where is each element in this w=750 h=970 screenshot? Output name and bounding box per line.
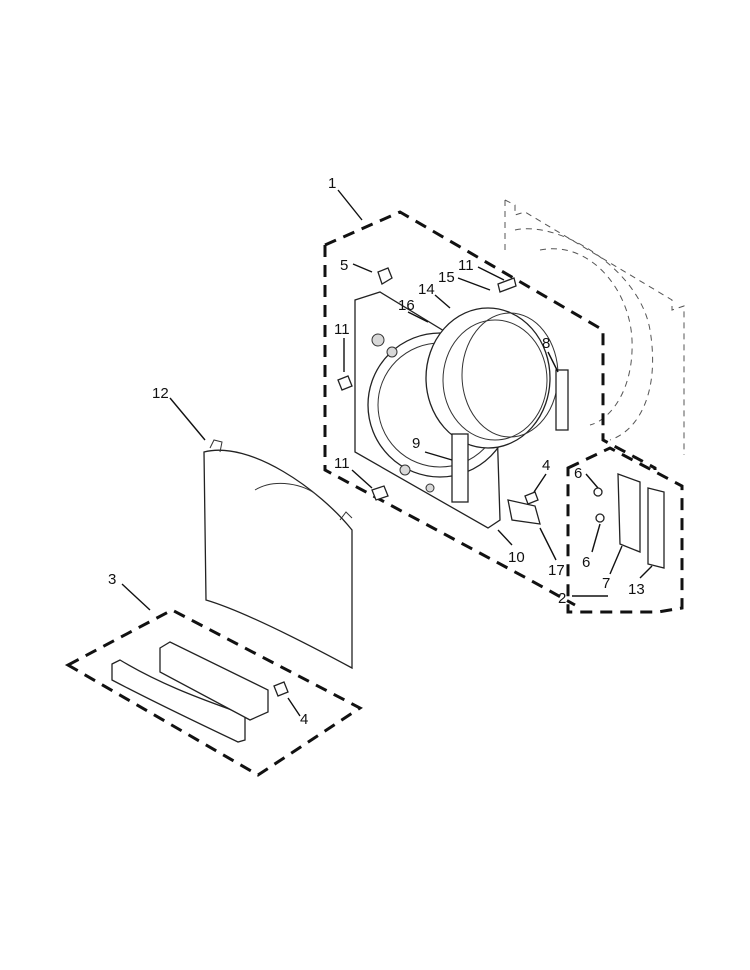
callout-4-bottom: 4 — [300, 711, 308, 728]
callout-4-top: 4 — [542, 457, 550, 474]
callout-12: 12 — [152, 385, 169, 402]
assembly-2-parts — [593, 473, 665, 569]
callout-2: 2 — [558, 590, 566, 607]
callout-8: 8 — [542, 335, 550, 352]
callout-6-bottom: 6 — [582, 554, 590, 571]
callout-5: 5 — [340, 257, 348, 274]
assembly-3-boundary — [64, 608, 363, 777]
door-gasket — [425, 307, 559, 449]
callout-7: 7 — [602, 575, 610, 592]
callout-11-top: 11 — [458, 257, 474, 274]
leader-lines — [121, 189, 653, 717]
callout-11-left: 11 — [334, 321, 350, 338]
assembly-3-parts — [111, 641, 269, 743]
door-part-12 — [203, 439, 353, 670]
assembly-1-boundary — [323, 210, 657, 607]
screws — [273, 267, 539, 697]
bracket-part-9 — [451, 433, 469, 503]
cabinet-outline — [504, 199, 685, 455]
assembly-2-boundary — [566, 446, 684, 614]
callout-labels: 1 5 11 15 14 16 8 11 9 11 4 10 17 2 6 6 … — [108, 175, 645, 728]
callout-6-top: 6 — [574, 465, 582, 482]
callout-1: 1 — [328, 175, 336, 192]
callout-13: 13 — [628, 581, 645, 598]
callout-17: 17 — [548, 562, 565, 579]
callout-14: 14 — [418, 281, 435, 298]
callout-3: 3 — [108, 571, 116, 588]
callout-11-bottom: 11 — [334, 455, 350, 472]
callout-16: 16 — [398, 297, 415, 314]
callout-15: 15 — [438, 269, 455, 286]
latch-part-17 — [507, 499, 541, 525]
hinge-part-8 — [555, 369, 569, 431]
callout-10: 10 — [508, 549, 525, 566]
callout-9: 9 — [412, 435, 420, 452]
